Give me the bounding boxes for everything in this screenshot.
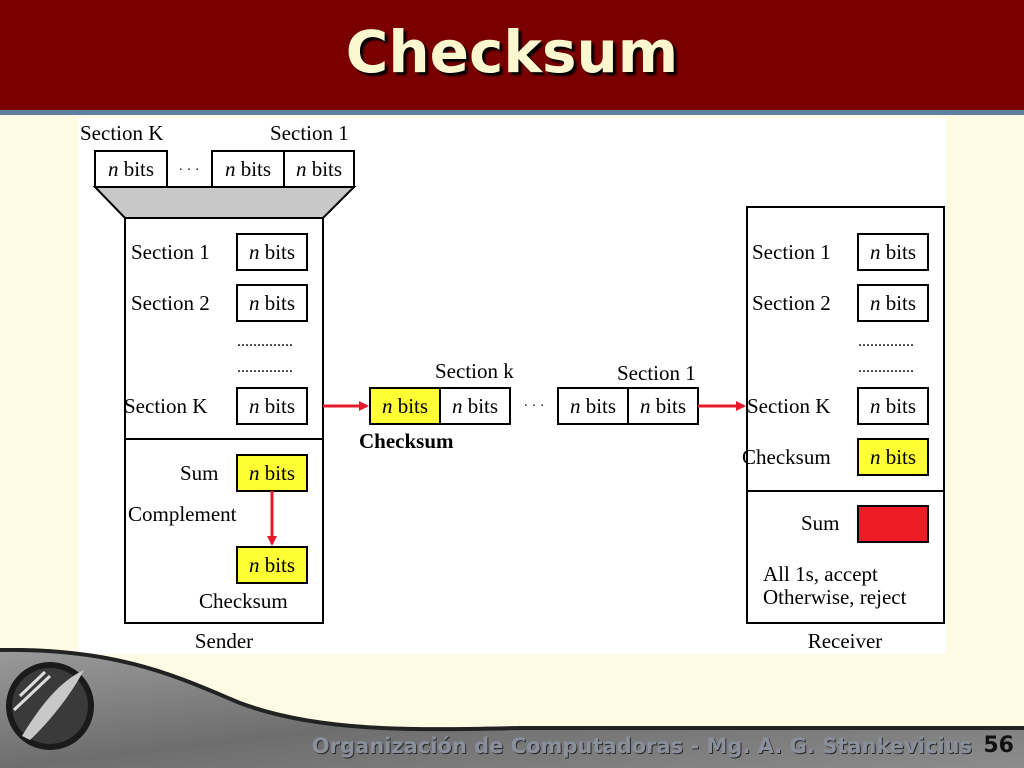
sender-checksum-box: [236, 546, 308, 584]
receiver-reject-label: Otherwise, reject: [763, 585, 907, 609]
title-underline: [0, 110, 1024, 115]
sender-bits-box-1: [236, 233, 308, 271]
top-bits-box-k: [94, 150, 168, 188]
receiver-checksum-label: Checksum: [742, 445, 831, 469]
sender-bits-box-2: [236, 284, 308, 322]
receiver-bits-label-1: n bits: [870, 240, 916, 264]
receiver-caption: Receiver: [808, 629, 883, 653]
page-number: 56: [983, 733, 1014, 758]
sender-section-1-label: Section 1: [131, 240, 210, 264]
top-section-1-label: Section 1: [270, 121, 349, 145]
sender-caption: Sender: [195, 629, 253, 653]
top-bits-label-1: n bits: [296, 157, 342, 181]
receiver-bits-label-k: n bits: [870, 394, 916, 418]
sender-section-k-label: Section K: [124, 394, 207, 418]
title-bar: [0, 0, 1024, 110]
sender-sum-bits-label: n bits: [249, 461, 295, 485]
receiver-checksum-bits-label: n bits: [870, 445, 916, 469]
receiver-accept-label: All 1s, accept: [763, 562, 878, 586]
middle-dots: · · ·: [524, 399, 545, 414]
receiver-sum-label: Sum: [801, 511, 840, 535]
middle-checksum-label: Checksum: [359, 429, 454, 453]
top-bits-label-2: n bits: [225, 157, 271, 181]
sender-checksum-bits-label: n bits: [249, 553, 295, 577]
receiver-bits-box-1: [857, 233, 929, 271]
slide-title: Checksum: [345, 18, 679, 86]
sender-section-2-label: Section 2: [131, 291, 210, 315]
sender-bits-label-2: n bits: [249, 291, 295, 315]
receiver-section-2-label: Section 2: [752, 291, 831, 315]
top-bits-label-k: n bits: [108, 157, 154, 181]
top-section-k-label: Section K: [80, 121, 163, 145]
footer-swoosh-edge: [0, 648, 1024, 732]
sender-bits-label-k: n bits: [249, 394, 295, 418]
middle-checksum-box: [369, 387, 441, 425]
sender-funnel: [92, 186, 357, 219]
footer-banner: [0, 648, 1024, 768]
receiver-bits-box-k: [857, 387, 929, 425]
middle-section-1-label: Section 1: [617, 361, 696, 385]
top-dots: · · ·: [179, 163, 200, 178]
receiver-bits-box-2: [857, 284, 929, 322]
receiver-sum-box: [857, 505, 929, 543]
sender-dots-2: ..............: [237, 359, 293, 376]
sender-bits-label-1: n bits: [249, 240, 295, 264]
middle-bits-label-2: n bits: [570, 394, 616, 418]
middle-bits-box-1: [627, 387, 699, 425]
receiver-section-1-label: Section 1: [752, 240, 831, 264]
receiver-section-k-label: Section K: [747, 394, 830, 418]
sender-bits-box-k: [236, 387, 308, 425]
middle-section-k-label: Section k: [435, 359, 514, 383]
middle-bits-label-1: n bits: [640, 394, 686, 418]
middle-bits-label-k: n bits: [452, 394, 498, 418]
receiver-dots-1: ..............: [858, 333, 914, 350]
middle-checksum-bits-label: n bits: [382, 394, 428, 418]
sender-checksum-label: Checksum: [199, 589, 288, 613]
sender-complement-label: Complement: [128, 502, 237, 526]
footer-swoosh: [0, 649, 1024, 768]
receiver-dots-2: ..............: [858, 359, 914, 376]
footer-course-title: Organización de Computadoras - Mg. A. G.…: [311, 734, 972, 758]
receiver-bits-label-2: n bits: [870, 291, 916, 315]
sender-sum-label: Sum: [180, 461, 219, 485]
university-logo: [6, 662, 94, 750]
sender-dots-1: ..............: [237, 333, 293, 350]
receiver-checksum-box: [857, 438, 929, 476]
middle-bits-box-k: [439, 387, 511, 425]
